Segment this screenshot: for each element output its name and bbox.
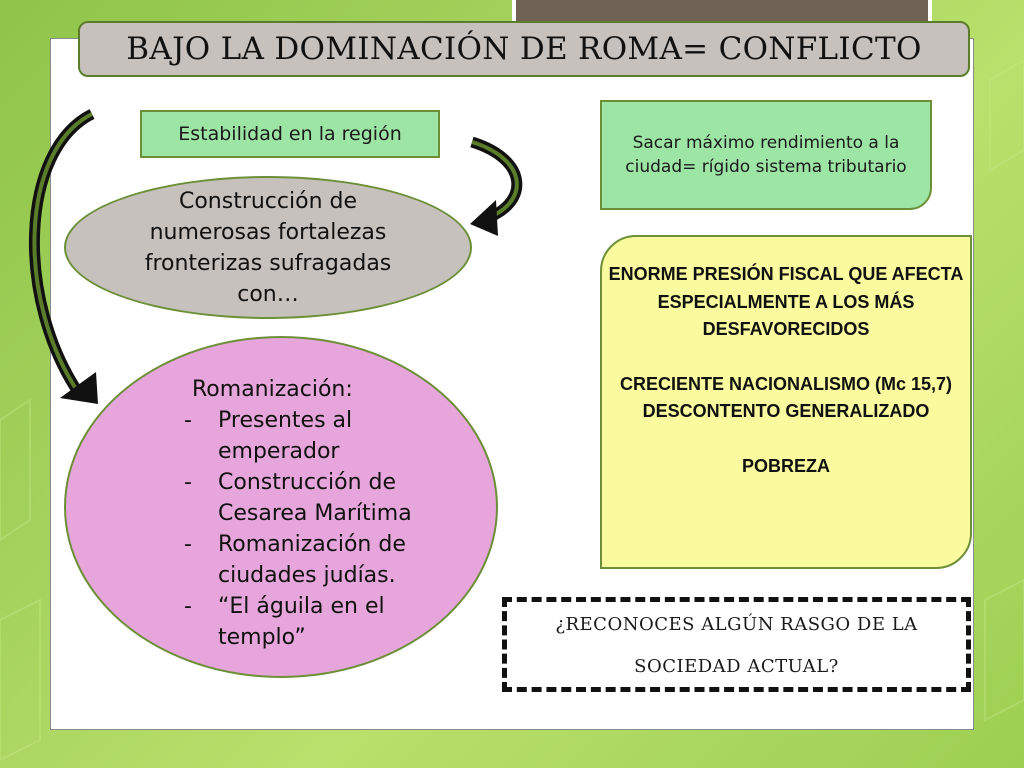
pregunta-line-2: SOCIEDAD ACTUAL? xyxy=(634,656,839,677)
construccion-ellipse: Construcción de numerosas fortalezas fro… xyxy=(64,176,472,319)
pregunta-line-1: ¿RECONOCES ALGÚN RASGO DE LA xyxy=(555,614,918,635)
top-decor-strip xyxy=(512,0,932,24)
list-item: -Romanización de ciudades judías. xyxy=(184,532,406,588)
list-item: -“El águila en el templo” xyxy=(184,594,385,650)
estabilidad-box: Estabilidad en la región xyxy=(140,110,440,158)
slide-title: BAJO LA DOMINACIÓN DE ROMA= CONFLICTO xyxy=(78,21,970,77)
consecuencias-box: ENORME PRESIÓN FISCAL QUE AFECTA ESPECIA… xyxy=(600,235,972,569)
pobreza-text: POBREZA xyxy=(741,455,830,476)
romanizacion-text: Romanización: -Presentes al emperador -C… xyxy=(156,374,456,653)
nacionalismo-text: CRECIENTE NACIONALISMO (Mc 15,7) xyxy=(619,373,953,394)
sacar-rendimiento-box: Sacar máximo rendimiento a la ciudad= rí… xyxy=(600,100,932,210)
list-item: -Presentes al emperador xyxy=(184,408,353,464)
romanizacion-list: -Presentes al emperador -Construcción de… xyxy=(156,405,456,653)
list-item: -Construcción de Cesarea Marítima xyxy=(184,470,412,526)
pregunta-box: ¿RECONOCES ALGÚN RASGO DE LA SOCIEDAD AC… xyxy=(502,597,971,692)
romanizacion-heading: Romanización: xyxy=(192,377,353,402)
descontento-text: DESCONTENTO GENERALIZADO xyxy=(642,401,930,421)
presion-fiscal-text: ENORME PRESIÓN FISCAL QUE AFECTA ESPECIA… xyxy=(608,264,964,339)
romanizacion-ellipse: Romanización: -Presentes al emperador -C… xyxy=(64,336,498,678)
